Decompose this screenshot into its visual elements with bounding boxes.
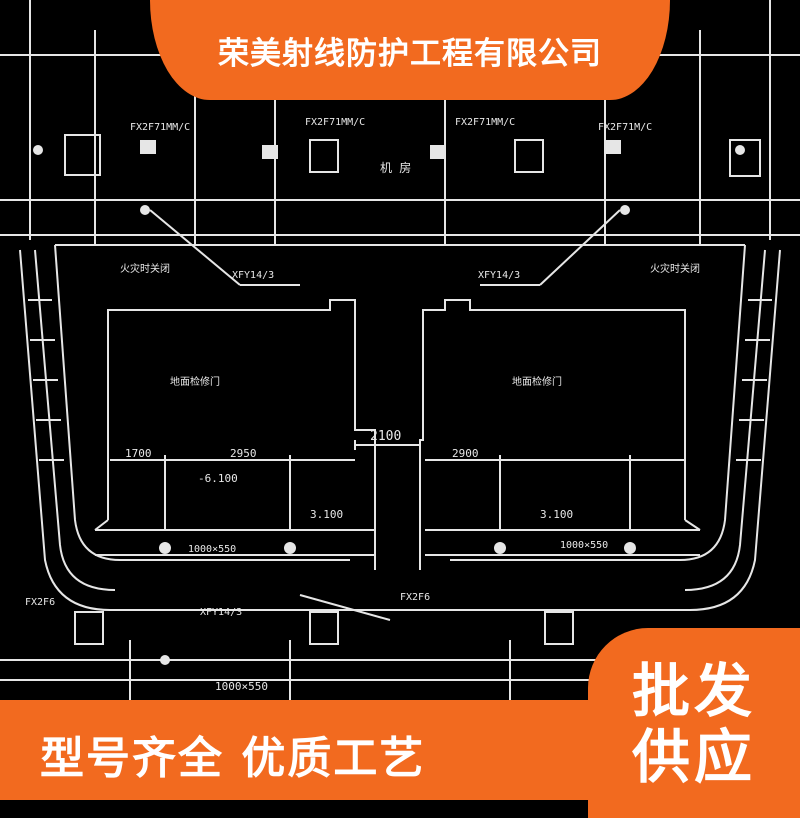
svg-text:XFY14/3: XFY14/3 — [232, 270, 274, 281]
svg-text:1000×550: 1000×550 — [560, 540, 608, 551]
company-banner: 荣美射线防护工程有限公司 — [150, 0, 670, 100]
svg-text:FX2F6: FX2F6 — [400, 592, 430, 603]
svg-text:FX2F71M/C: FX2F71M/C — [598, 122, 652, 133]
svg-text:1000×550: 1000×550 — [188, 544, 236, 555]
dimension-left-a-label: 1700 — [125, 447, 152, 460]
svg-text:FX2F71MM/C: FX2F71MM/C — [455, 117, 515, 128]
svg-text:地面检修门: 地面检修门 — [170, 375, 220, 388]
company-name: 荣美射线防护工程有限公司 — [218, 35, 602, 72]
elevation-mark-left: 3.100 — [310, 508, 343, 521]
dimension-right-label: 2900 — [452, 447, 479, 460]
elevation-mark-right: 3.100 — [540, 508, 573, 521]
svg-text:火灾时关闭: 火灾时关闭 — [650, 262, 700, 275]
svg-text:火灾时关闭: 火灾时关闭 — [120, 262, 170, 275]
badge-line-2: 供应 — [632, 723, 757, 791]
pipe-label-bottom: 1000×550 — [215, 680, 268, 693]
badge-line-1: 批发 — [632, 657, 757, 725]
svg-text:FX2F6: FX2F6 — [25, 597, 55, 608]
elevation-left-label: -6.100 — [198, 472, 238, 485]
slogan-text: 型号齐全 优质工艺 — [40, 733, 426, 784]
svg-text:XFY14/3: XFY14/3 — [478, 270, 520, 281]
svg-text:FX2F71MM/C: FX2F71MM/C — [305, 117, 365, 128]
wholesale-badge: 批发 供应 — [588, 628, 800, 818]
dimension-center-label: 2100 — [370, 429, 401, 444]
cad-floor-plan-drawing: FX2F71MM/C FX2F71MM/C FX2F71M/C FX2F71MM… — [0, 0, 800, 700]
svg-text:XFY14/3: XFY14/3 — [200, 607, 242, 618]
svg-text:FX2F71MM/C: FX2F71MM/C — [130, 122, 190, 133]
dimension-left-b-label: 2950 — [230, 447, 257, 460]
room-label: 机 房 — [380, 160, 411, 175]
svg-text:地面检修门: 地面检修门 — [512, 375, 562, 388]
